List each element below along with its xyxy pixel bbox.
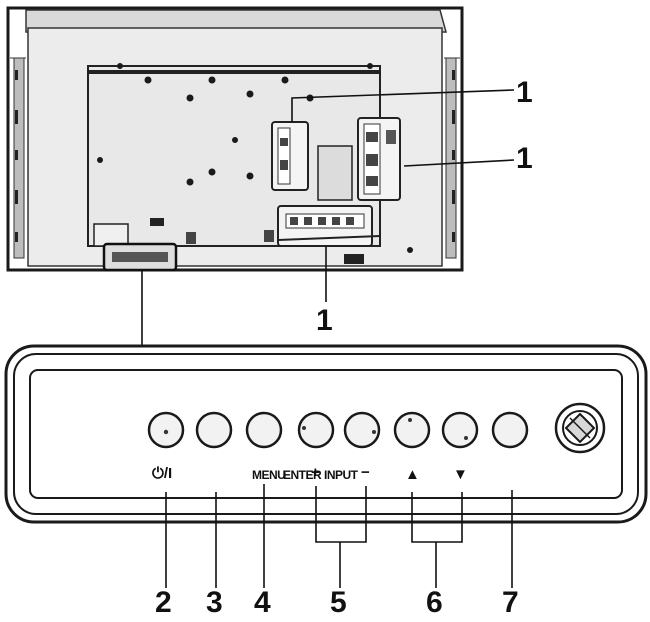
up-arrow-icon: ▲: [405, 466, 420, 483]
button-7[interactable]: [491, 411, 529, 449]
callout-terminal-bottom: 1: [316, 304, 333, 337]
callout-button-7: 7: [502, 586, 519, 619]
callout-leaders: [141, 89, 515, 346]
menu-label: MENU: [252, 468, 286, 482]
up-button[interactable]: [393, 411, 431, 449]
callout-terminal-middle: 1: [516, 142, 533, 175]
tv-rear-panel: [6, 6, 464, 272]
down-arrow-icon: ▼: [453, 466, 468, 483]
minus-label: −: [361, 464, 370, 481]
plus-label: +: [311, 464, 320, 481]
enter-label: ENTER: [283, 468, 322, 482]
callout-enter-input: 5: [330, 586, 347, 619]
callout-button-3: 3: [206, 586, 223, 619]
down-button[interactable]: [441, 411, 479, 449]
enter-button[interactable]: [297, 411, 335, 449]
power-standby-icon: ⏻/I: [152, 465, 173, 482]
terminal-block-bottom: [277, 205, 381, 247]
button-3[interactable]: [195, 411, 233, 449]
terminal-block-upper-left: [271, 121, 309, 191]
callout-arrows: 6: [426, 586, 443, 619]
remote-sensor-icon: [554, 402, 606, 454]
input-label: INPUT: [324, 468, 358, 482]
terminal-block-upper-right: [357, 117, 401, 201]
callout-terminal-upper: 1: [516, 76, 533, 109]
callout-power: 2: [155, 586, 172, 619]
callout-menu: 4: [254, 586, 271, 619]
button-leaders: [165, 484, 513, 588]
menu-button[interactable]: [245, 411, 283, 449]
input-button[interactable]: [343, 411, 381, 449]
control-module-location: [93, 223, 178, 272]
